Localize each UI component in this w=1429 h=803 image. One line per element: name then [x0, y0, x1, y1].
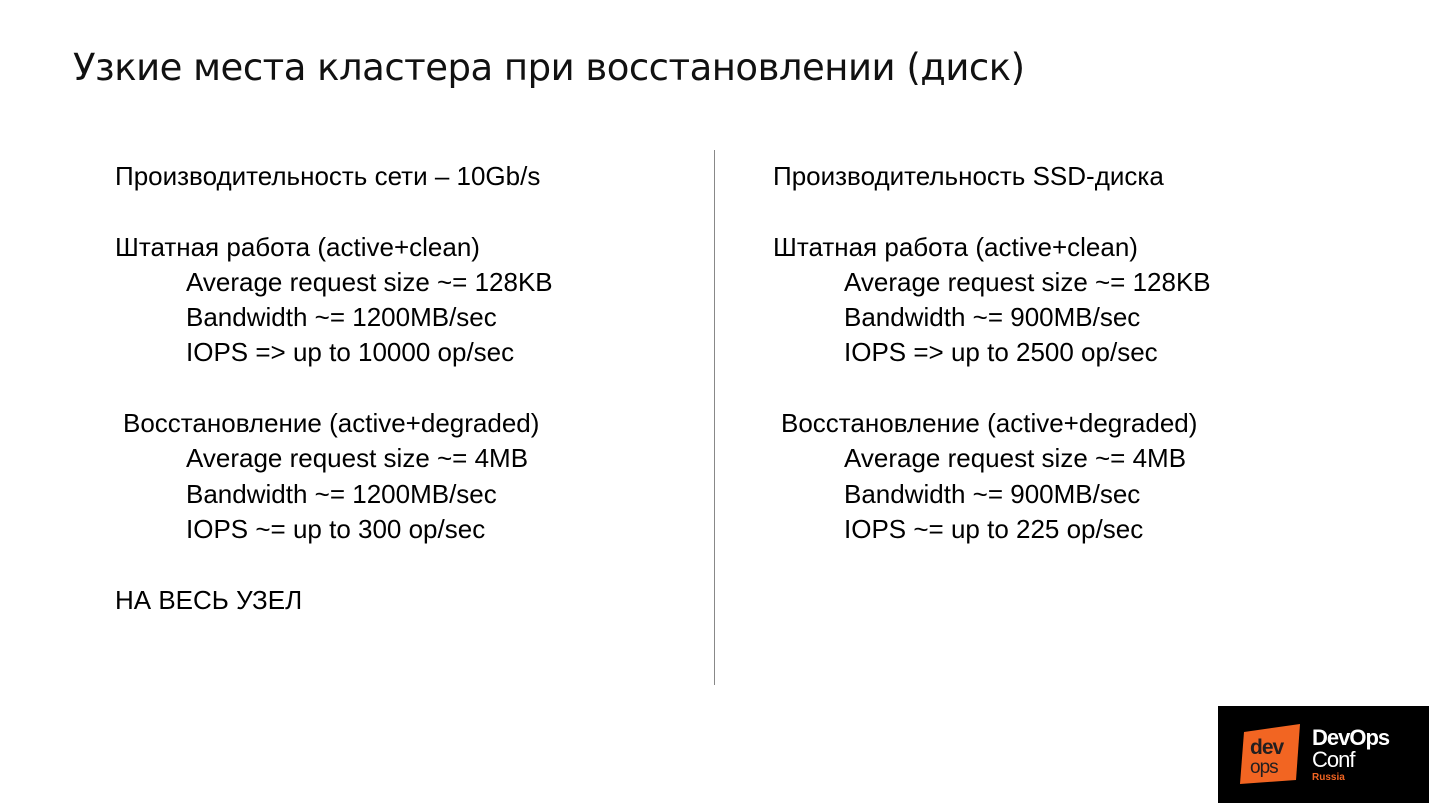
right-normal-avg: Average request size ~= 128KB	[844, 266, 1211, 297]
right-recovery-bandwidth: Bandwidth ~= 900MB/sec	[844, 478, 1141, 509]
left-normal-bandwidth: Bandwidth ~= 1200MB/sec	[186, 302, 497, 333]
left-recovery-avg: Average request size ~= 4MB	[186, 443, 529, 474]
devops-mark-icon: dev ops	[1240, 724, 1300, 784]
spacer	[115, 547, 553, 582]
right-heading: Производительность SSD-диска	[773, 161, 1164, 191]
right-recovery-avg: Average request size ~= 4MB	[844, 443, 1187, 474]
right-normal-bandwidth: Bandwidth ~= 900MB/sec	[844, 302, 1141, 333]
spacer	[115, 194, 553, 229]
left-recovery-iops: IOPS ~= up to 300 op/sec	[186, 513, 486, 544]
spacer	[115, 371, 553, 406]
right-recovery-iops: IOPS ~= up to 225 op/sec	[844, 513, 1144, 544]
left-recovery-bandwidth: Bandwidth ~= 1200MB/sec	[186, 478, 497, 509]
right-column: Производительность SSD-диска Штатная раб…	[773, 159, 1211, 547]
slide-title: Узкие места кластера при восстановлении …	[73, 46, 1025, 89]
logo-word-russia: Russia	[1312, 772, 1345, 783]
right-recovery-label: Восстановление (active+degraded)	[781, 408, 1198, 439]
logo-mark-bottom: ops	[1250, 757, 1278, 778]
logo-mark-top: dev	[1250, 736, 1285, 759]
left-recovery-label: Восстановление (active+degraded)	[123, 408, 540, 439]
right-normal-label: Штатная работа (active+clean)	[773, 231, 1138, 262]
column-divider	[714, 150, 715, 685]
logo-word-conf: Conf	[1312, 747, 1355, 772]
right-normal-iops: IOPS => up to 2500 op/sec	[844, 337, 1158, 368]
left-normal-label: Штатная работа (active+clean)	[115, 231, 480, 262]
logo-wordmark: DevOps Conf Russia	[1312, 725, 1390, 786]
left-normal-iops: IOPS => up to 10000 op/sec	[186, 337, 515, 368]
left-normal-avg: Average request size ~= 128KB	[186, 266, 553, 297]
left-heading: Производительность сети – 10Gb/s	[115, 161, 541, 191]
left-column: Производительность сети – 10Gb/s Штатная…	[115, 159, 553, 618]
left-footer-note: НА ВЕСЬ УЗЕЛ	[115, 584, 303, 615]
logo-word-devops: DevOps	[1312, 725, 1390, 750]
spacer	[773, 371, 1211, 406]
devopsconf-logo: dev ops DevOps Conf Russia	[1218, 706, 1429, 803]
spacer	[773, 194, 1211, 229]
